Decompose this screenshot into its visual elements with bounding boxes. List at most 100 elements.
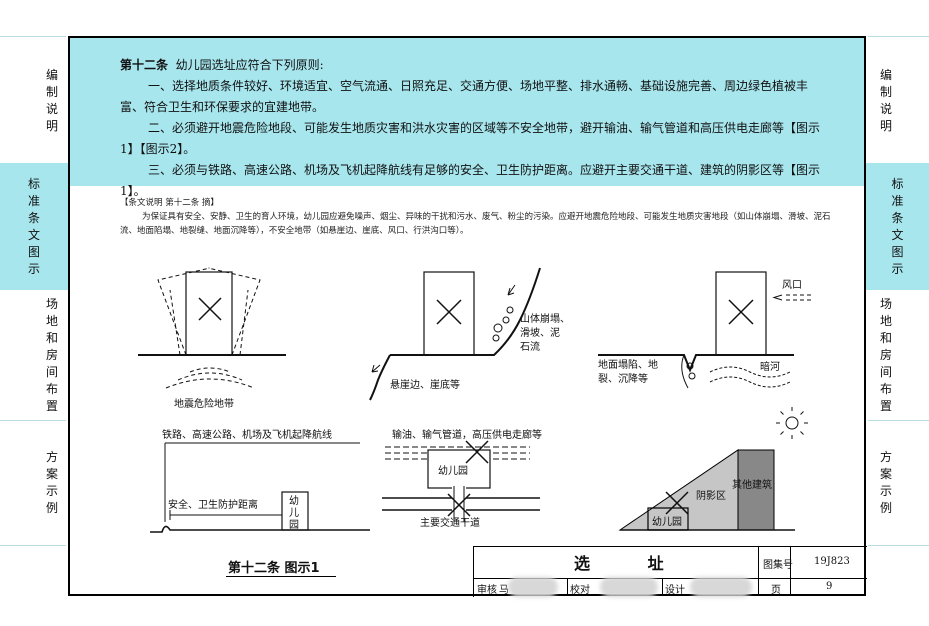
tab-char: 和 bbox=[879, 330, 892, 345]
tab-right-compilation-notes[interactable]: 编制说明 bbox=[856, 38, 916, 163]
tab-char: 地 bbox=[879, 313, 892, 328]
label-main-road: 主要交通干道 bbox=[420, 516, 480, 529]
explanation-heading: 【条文说明 第十二条 摘】 bbox=[120, 198, 219, 208]
tab-right-scheme-examples[interactable]: 方案示例 bbox=[856, 420, 916, 545]
tab-char: 编 bbox=[45, 67, 58, 82]
explanation-body: 为保证具有安全、安静、卫生的育人环境，幼儿园应避免噪声、烟尘、异味的干扰和污水、… bbox=[120, 212, 831, 236]
label-pipeline-title: 输油、输气管道，高压供电走廊等 bbox=[392, 428, 542, 441]
diagram-shadow: 幼儿园 阴影区 其他建筑 bbox=[618, 407, 808, 531]
page-number: 9 bbox=[826, 581, 833, 592]
title-block: 选 址 图集号 19J823 审核 马 校对 设计 页 9 bbox=[473, 546, 867, 597]
label-kg-vertical-3: 园 bbox=[289, 519, 299, 531]
page-label: 页 bbox=[771, 585, 781, 596]
tab-char: 示 bbox=[891, 261, 904, 276]
tab-char: 案 bbox=[879, 466, 892, 481]
tab-char: 示 bbox=[879, 483, 892, 498]
tab-char: 明 bbox=[45, 118, 58, 133]
tab-char: 示 bbox=[45, 483, 58, 498]
tab-char: 置 bbox=[879, 398, 892, 413]
article-text: 第十二条 幼儿园选址应符合下列原则: 一、选择地质条件较好、环境适宜、空气流通、… bbox=[120, 55, 820, 202]
drawing-title: 选 址 bbox=[574, 554, 690, 573]
label-landslide-2: 滑坡、泥 bbox=[520, 326, 560, 339]
atlas-number: 19J823 bbox=[814, 556, 850, 567]
tab-left-compilation-notes[interactable]: 编制说明 bbox=[22, 38, 82, 163]
tab-char: 案 bbox=[45, 466, 58, 481]
tab-char: 布 bbox=[45, 381, 58, 396]
article-intro: 幼儿园选址应符合下列原则: bbox=[175, 58, 324, 72]
article-item-2: 二、必须避开地震危险地段、可能发生地质灾害和洪水灾害的区域等不安全地带，避开输油… bbox=[120, 121, 821, 156]
tab-char: 说 bbox=[879, 101, 892, 116]
tab-char: 编 bbox=[879, 67, 892, 82]
label-landslide-3: 石流 bbox=[520, 340, 540, 353]
tab-divider bbox=[868, 420, 929, 421]
tab-char: 例 bbox=[879, 500, 892, 515]
label-subsidence-1: 地面塌陷、地 bbox=[598, 358, 658, 371]
label-river: 暗河 bbox=[760, 360, 780, 373]
tab-char: 间 bbox=[45, 364, 58, 379]
diagram-landslide: 山体崩塌、 滑坡、泥 石流 悬崖边、崖底等 bbox=[369, 267, 570, 401]
tab-left-scheme-examples[interactable]: 方案示例 bbox=[22, 420, 82, 545]
tab-left-site-and-room-layout[interactable]: 场地和房间布置 bbox=[22, 290, 82, 420]
tab-char: 间 bbox=[879, 364, 892, 379]
redacted-signature bbox=[508, 577, 558, 597]
tab-divider bbox=[0, 420, 66, 421]
tab-char: 准 bbox=[891, 193, 904, 208]
tab-divider bbox=[868, 36, 929, 37]
explanation: 【条文说明 第十二条 摘】 为保证具有安全、安静、卫生的育人环境，幼儿园应避免噪… bbox=[120, 196, 840, 238]
label-kg-vertical-2: 儿 bbox=[289, 507, 299, 519]
redacted-signature bbox=[600, 577, 658, 597]
tab-char: 明 bbox=[879, 118, 892, 133]
tab-char: 条 bbox=[891, 210, 904, 225]
tab-char: 场 bbox=[879, 296, 892, 311]
tab-divider bbox=[0, 545, 66, 546]
label-earthquake: 地震危险地带 bbox=[174, 397, 234, 410]
tab-char: 文 bbox=[27, 227, 40, 242]
tab-char: 条 bbox=[27, 210, 40, 225]
tab-right-standard-illustrations[interactable]: 标准条文图示 bbox=[866, 163, 929, 290]
diagram-pipeline: 输油、输气管道，高压供电走廊等 幼儿园 主要交通干道 bbox=[382, 428, 542, 529]
check-label: 校对 bbox=[570, 585, 590, 596]
label-kindergarten-pipeline: 幼儿园 bbox=[438, 464, 468, 477]
tab-char: 准 bbox=[27, 193, 40, 208]
article-item-1: 一、选择地质条件较好、环境适宜、空气流通、日照充足、交通方便、场地平整、排水通畅… bbox=[120, 79, 809, 114]
tab-char: 场 bbox=[45, 296, 58, 311]
label-shadow: 阴影区 bbox=[696, 490, 726, 502]
illustration-diagrams: 地震危险地带 山体崩塌、 滑坡、泥 石流 悬崖边、崖底等 风口 地面塌陷、地 裂… bbox=[138, 267, 814, 533]
article-highlight bbox=[70, 38, 864, 186]
label-wind: 风口 bbox=[782, 279, 802, 291]
label-cliff: 悬崖边、崖底等 bbox=[390, 378, 460, 391]
tab-char: 地 bbox=[45, 313, 58, 328]
label-other-building: 其他建筑 bbox=[732, 478, 772, 491]
tab-char: 制 bbox=[879, 84, 892, 99]
diagram-subsidence: 风口 地面塌陷、地 裂、沉降等 暗河 bbox=[598, 271, 814, 389]
tab-char: 示 bbox=[27, 261, 40, 276]
article-heading: 第十二条 bbox=[120, 58, 169, 72]
tab-char: 图 bbox=[891, 244, 904, 259]
tab-char: 置 bbox=[45, 398, 58, 413]
label-landslide-1: 山体崩塌、 bbox=[520, 312, 570, 325]
design-label: 设计 bbox=[665, 585, 685, 596]
tab-char: 说 bbox=[45, 101, 58, 116]
tab-char: 方 bbox=[45, 449, 58, 464]
tab-divider bbox=[868, 545, 929, 546]
tab-char: 布 bbox=[879, 381, 892, 396]
caption-underline bbox=[226, 576, 336, 577]
label-kindergarten-shadow: 幼儿园 bbox=[652, 515, 682, 528]
article-item-3: 三、必须与铁路、高速公路、机场及飞机起降航线有足够的安全、卫生防护距离。应避开主… bbox=[120, 163, 821, 198]
tab-char: 标 bbox=[891, 176, 904, 191]
tab-divider bbox=[0, 36, 66, 37]
diagram-earthquake: 地震危险地带 bbox=[138, 267, 286, 410]
atlas-label: 图集号 bbox=[763, 560, 793, 571]
tab-right-site-and-room-layout[interactable]: 场地和房间布置 bbox=[856, 290, 916, 420]
review-signature: 马 bbox=[499, 585, 509, 596]
review-label: 审核 bbox=[477, 585, 497, 596]
tab-char: 文 bbox=[891, 227, 904, 242]
label-kg-vertical-1: 幼 bbox=[289, 494, 299, 507]
redacted-signature bbox=[690, 577, 752, 597]
tab-char: 制 bbox=[45, 84, 58, 99]
figure-caption: 第十二条 图示1 bbox=[228, 561, 320, 576]
diagram-railway: 铁路、高速公路、机场及飞机起降航线 安全、卫生防护距离 幼 儿 园 bbox=[150, 428, 370, 533]
tab-left-standard-illustrations[interactable]: 标准条文图示 bbox=[0, 163, 68, 290]
tab-char: 例 bbox=[45, 500, 58, 515]
tab-char: 图 bbox=[27, 244, 40, 259]
